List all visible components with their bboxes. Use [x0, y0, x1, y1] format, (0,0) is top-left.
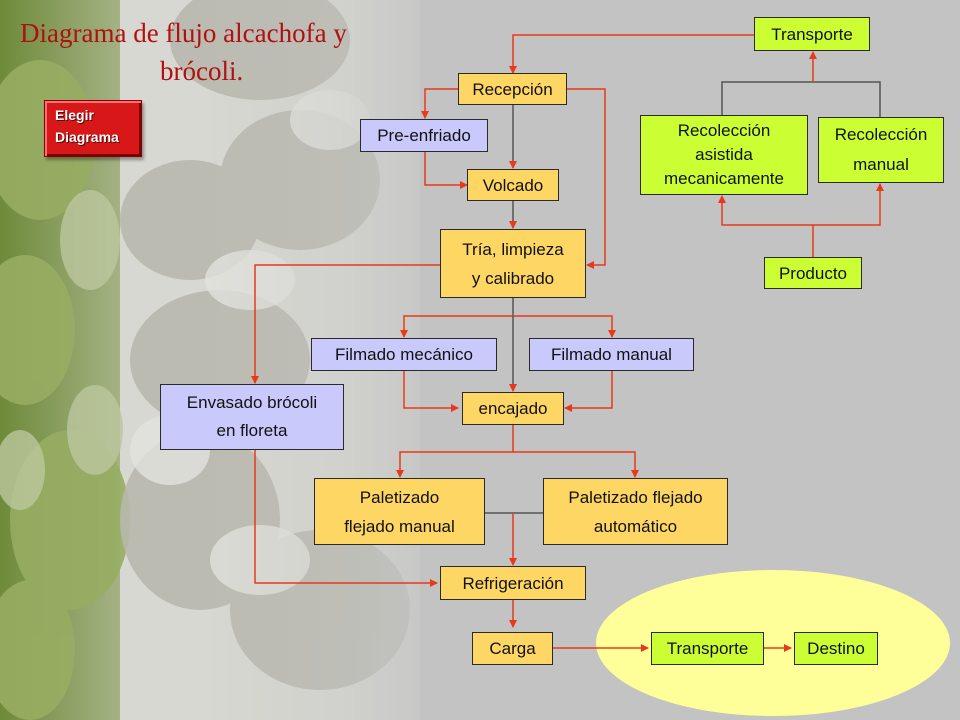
node-producto: Producto [764, 257, 862, 289]
arrow-tria-to-envasado [251, 264, 440, 384]
page-title: Diagrama de flujo alcachofa y brócoli. [20, 14, 420, 90]
node-carga: Carga [472, 632, 553, 665]
node-encajado: encajado [462, 392, 564, 425]
node-recepcion: Recepción [458, 73, 567, 105]
node-pre-enfriado: Pre-enfriado [360, 119, 488, 152]
node-refrigeracion: Refrigeración [440, 566, 586, 600]
arrow-preenfriado-to-volcado [424, 152, 468, 189]
arrow-split-to-filmado-mecanico [400, 315, 513, 338]
node-filmado-manual: Filmado manual [529, 338, 694, 371]
node-filmado-mecanico: Filmado mecánico [311, 338, 497, 371]
node-recoleccion-asistida: Recolección asistida mecanicamente [640, 115, 808, 195]
choose-diagram-button[interactable]: Elegir Diagrama [44, 100, 142, 157]
arrow-recepcion-bypass-to-tria [567, 88, 606, 269]
arrow-producto-to-asistida [718, 195, 814, 257]
node-destino: Destino [794, 632, 878, 665]
arrow-envasado-to-refrigeracion [254, 450, 438, 587]
arrow-encajado-split [396, 425, 514, 478]
node-tria-limpieza-calibrado: Tría, limpieza y calibrado [440, 229, 586, 298]
choose-button-line-1: Elegir [55, 107, 94, 123]
node-recoleccion-manual: Recolección manual [818, 117, 944, 183]
choose-button-line-2: Diagrama [55, 129, 119, 145]
arrow-producto-to-manual [813, 183, 884, 226]
arrow-encajado-to-paletizado-auto [513, 451, 639, 478]
node-transporte-bottom: Transporte [651, 632, 764, 665]
arrow-filmado-manual-to-encajado [564, 371, 613, 412]
arrow-split-to-filmado-manual [513, 315, 616, 338]
arrow-recepcion-to-preenfriado [421, 88, 458, 119]
node-transporte-top: Transporte [754, 17, 870, 51]
node-envasado-brocoli: Envasado brócoli en floreta [160, 384, 344, 450]
arrow-transporte-to-recepcion [509, 34, 754, 74]
arrow-asistida-to-transporte [721, 81, 881, 118]
node-paletizado-automatico: Paletizado flejado automático [543, 478, 728, 545]
node-paletizado-manual: Paletizado flejado manual [314, 478, 485, 545]
arrow-filmado-mecanico-to-encajado [403, 371, 459, 412]
title-line-2: brócoli. [160, 56, 244, 86]
node-volcado: Volcado [467, 169, 559, 201]
title-line-1: Diagrama de flujo alcachofa y [20, 18, 347, 48]
